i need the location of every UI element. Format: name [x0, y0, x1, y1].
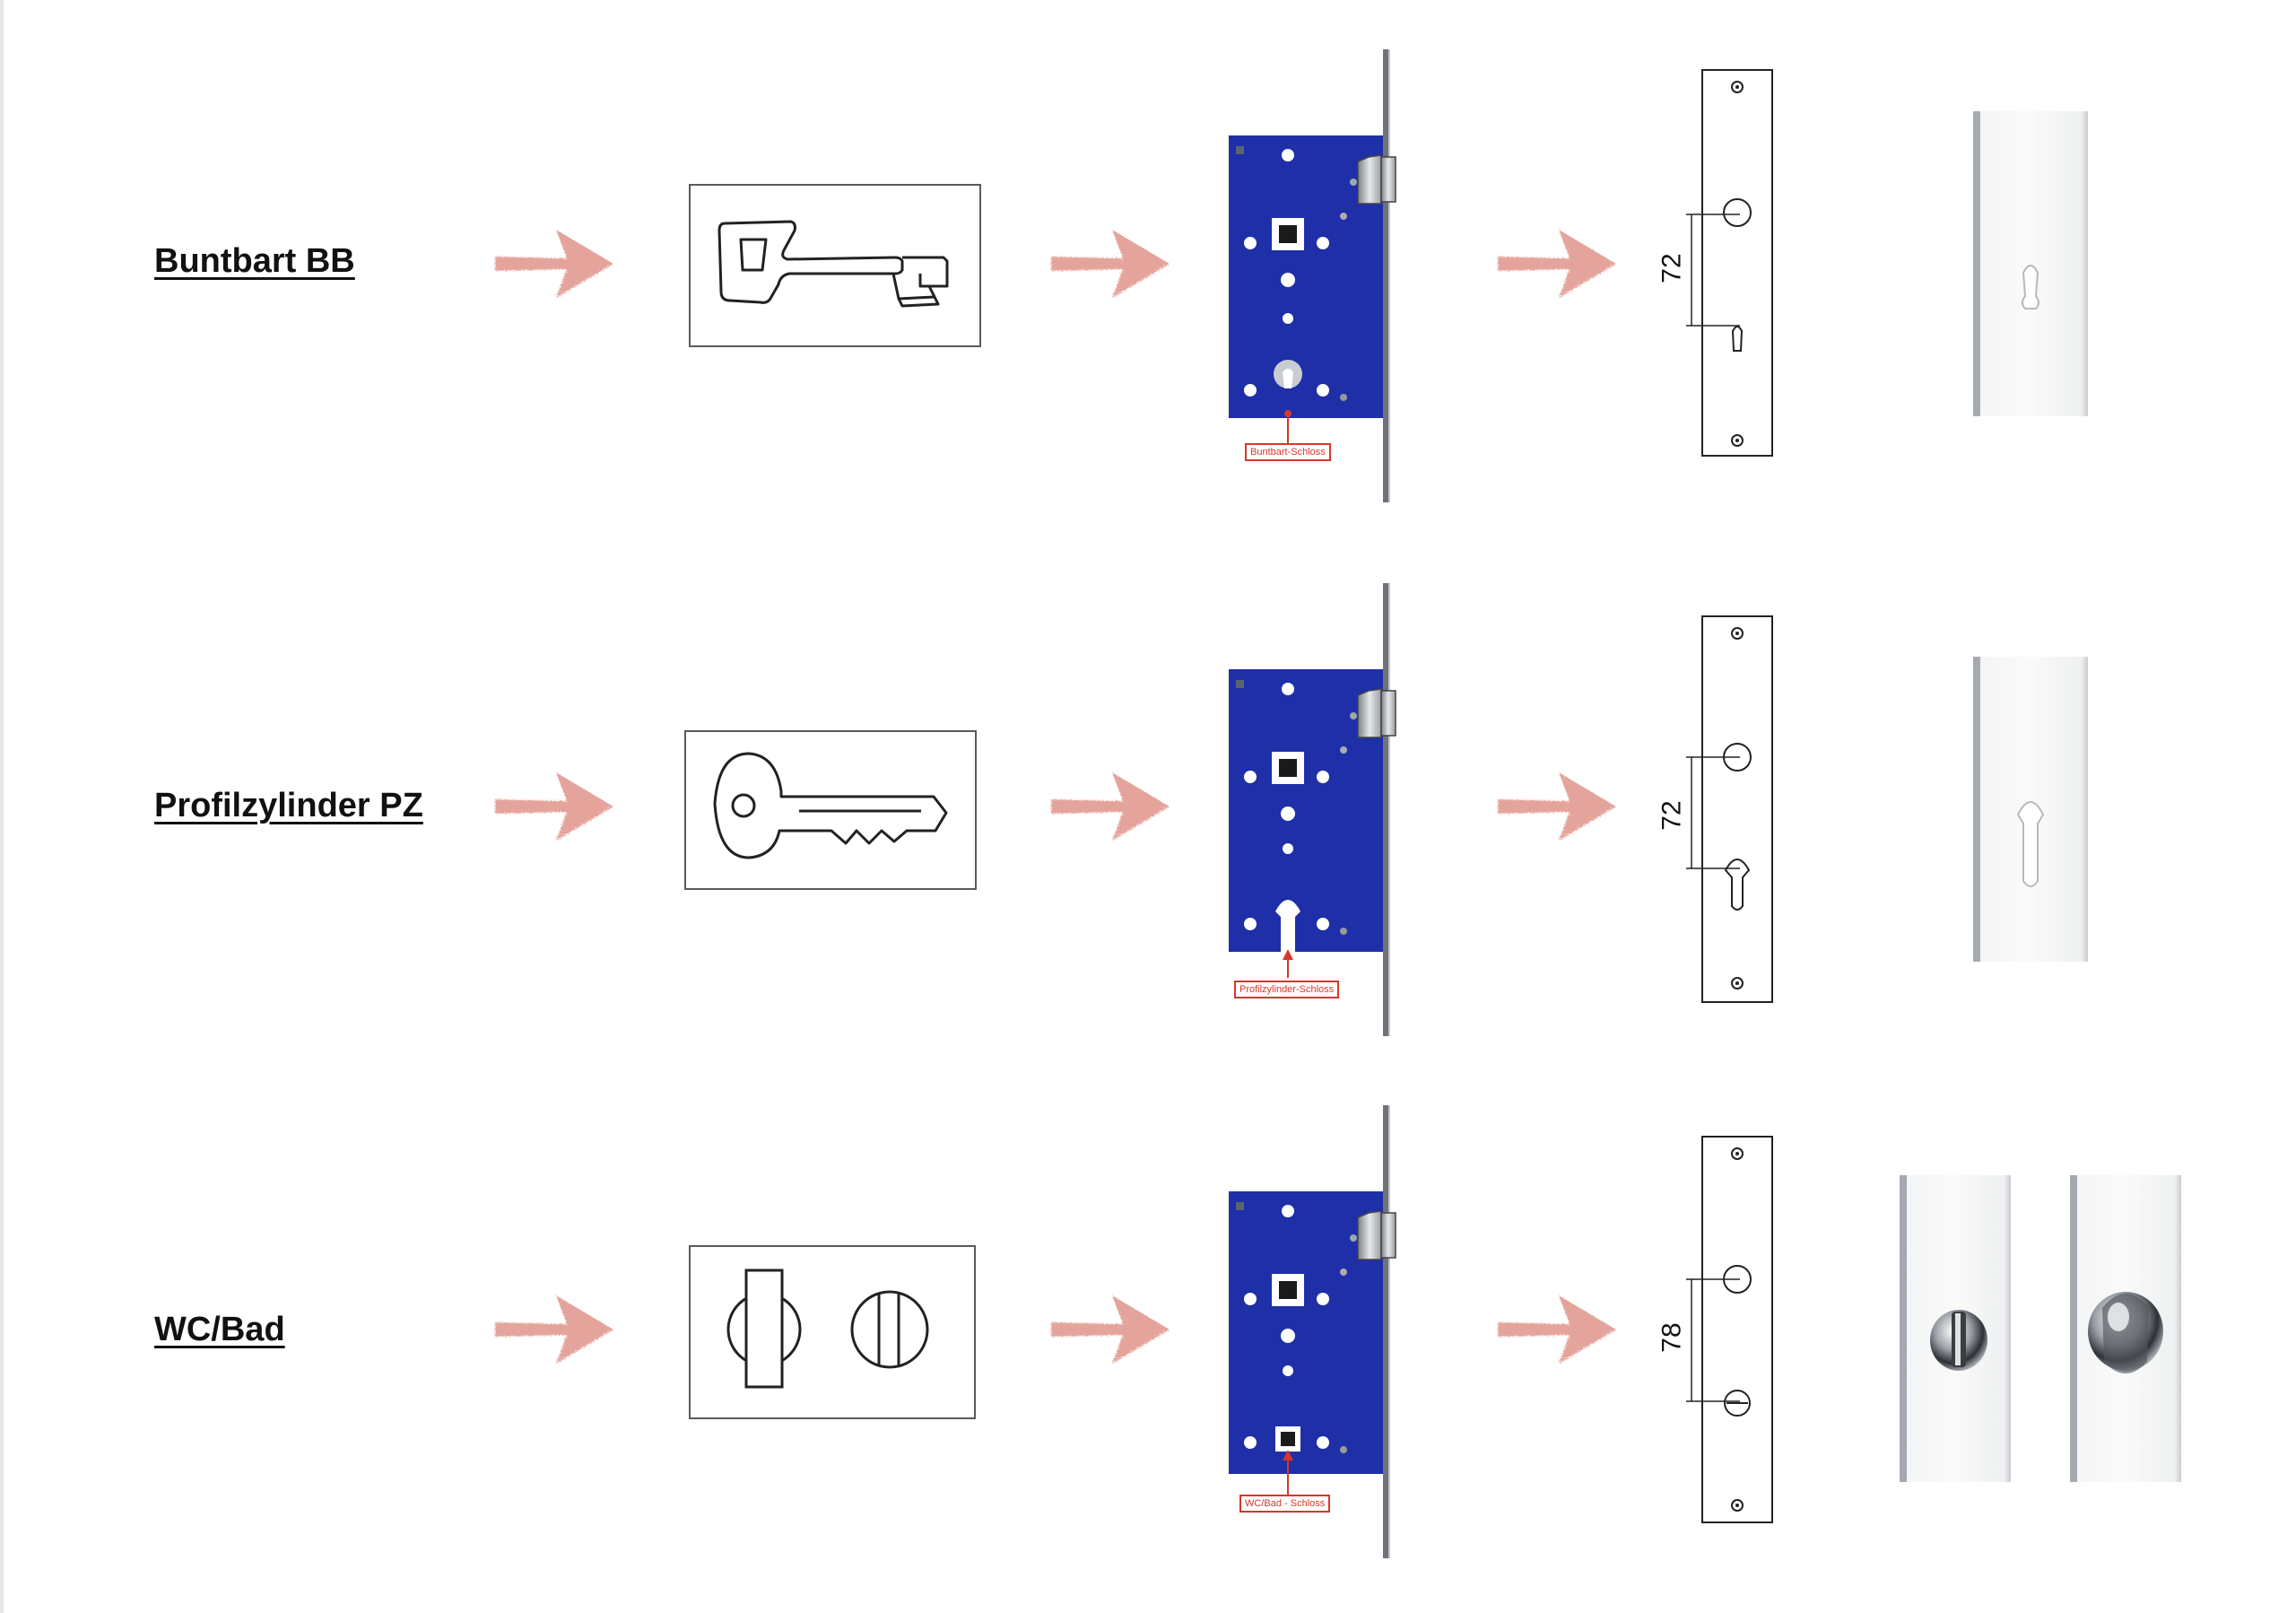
- arrow-icon: [1498, 1295, 1616, 1364]
- faceplate-drawing: [1686, 615, 1773, 1003]
- wc-turn-icon: [726, 1269, 929, 1389]
- page-edge: [0, 0, 4, 1613]
- lock-callout: WC/Bad - Schloss: [1239, 1495, 1331, 1513]
- row-label: Buntbart BB: [154, 242, 355, 280]
- mortise-lock: [1229, 49, 1396, 502]
- arrow-icon: [495, 230, 613, 298]
- arrow-icon: [1051, 230, 1170, 298]
- dimension-label: 72: [1657, 800, 1687, 831]
- row-label: Profilzylinder PZ: [154, 787, 423, 824]
- wc-turn-photo: [2070, 1175, 2181, 1482]
- lock-callout: Profilzylinder-Schloss: [1234, 981, 1340, 998]
- arrow-icon: [1498, 230, 1616, 298]
- arrow-icon: [1051, 772, 1170, 841]
- lock-callout: Buntbart-Schloss: [1245, 443, 1331, 461]
- cylinder-key-icon: [713, 752, 948, 859]
- row-label: WC/Bad: [154, 1311, 285, 1348]
- symbol-box: [684, 730, 977, 890]
- symbol-box: [689, 1245, 976, 1419]
- wc-turn-photo: [1900, 1175, 2011, 1482]
- mortise-lock: [1229, 1105, 1396, 1558]
- faceplate-drawing: [1686, 1136, 1773, 1523]
- symbol-box: [689, 184, 981, 347]
- arrow-icon: [495, 1295, 613, 1364]
- dimension-label: 72: [1657, 253, 1687, 283]
- arrow-icon: [1051, 1295, 1170, 1364]
- mortise-lock: [1229, 583, 1396, 1036]
- faceplate-drawing: [1686, 69, 1773, 457]
- escutcheon-photo: [1973, 657, 2088, 962]
- bit-key-icon: [718, 220, 949, 308]
- dimension-label: 78: [1657, 1322, 1687, 1353]
- escutcheon-photo: [1973, 111, 2088, 416]
- arrow-icon: [1498, 772, 1616, 841]
- arrow-icon: [495, 772, 613, 841]
